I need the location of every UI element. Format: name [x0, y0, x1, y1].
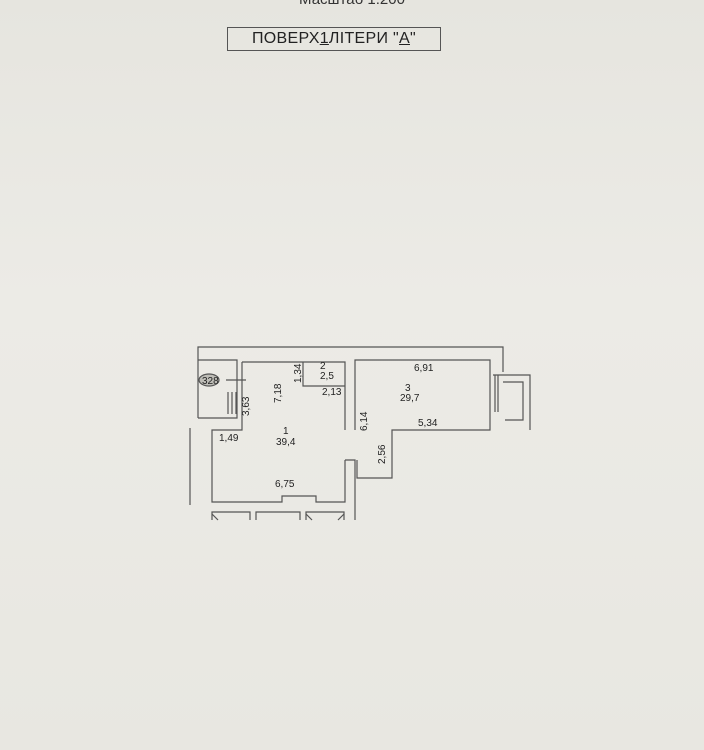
room-1-outline	[211, 361, 346, 503]
dim-6-14: 6,14	[359, 411, 370, 431]
room-3-outline	[345, 359, 491, 520]
dim-6-91: 6,91	[414, 363, 434, 374]
room-1-area: 39,4	[276, 437, 296, 448]
window-marks	[211, 511, 345, 521]
dim-5-34: 5,34	[418, 418, 438, 429]
dim-6-75: 6,75	[275, 479, 295, 490]
title-middle: ЛІТЕРИ "	[328, 30, 400, 47]
dim-2-13: 2,13	[322, 387, 342, 398]
outer-walls	[197, 346, 504, 419]
room-2-outline	[302, 362, 345, 387]
building-letter: А	[399, 30, 410, 47]
dim-2-56: 2,56	[377, 444, 388, 464]
room-2-area: 2,5	[320, 371, 334, 382]
room-3-area: 29,7	[400, 393, 420, 404]
dim-3-63: 3,63	[241, 396, 252, 416]
room-1-number: 1	[283, 426, 289, 437]
stair-mark: 328	[202, 376, 219, 387]
dim-7-18: 7,18	[273, 383, 284, 403]
stair-mark-badge	[198, 373, 220, 387]
stairs	[189, 379, 246, 505]
balcony	[493, 374, 531, 430]
room-3-number: 3	[405, 383, 411, 394]
title-prefix: ПОВЕРХ	[252, 30, 320, 47]
dim-1-34: 1,34	[293, 363, 304, 383]
title-suffix: "	[410, 30, 416, 47]
floor-number: 1	[319, 30, 329, 47]
floor-title-box: ПОВЕРХ 1 ЛІТЕРИ "А"	[227, 27, 441, 51]
room-2-number: 2	[320, 361, 326, 372]
scale-label: Масштаб 1:200	[0, 0, 704, 8]
dim-1-49: 1,49	[219, 433, 239, 444]
